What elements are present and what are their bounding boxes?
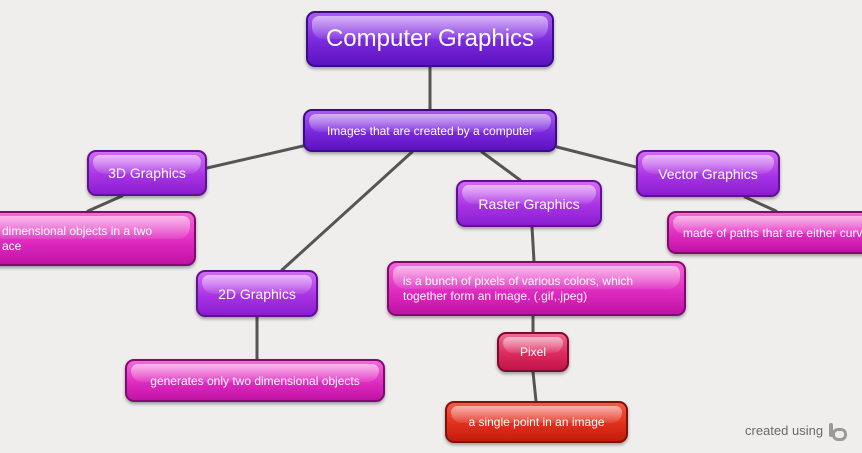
connector-3d-description — [86, 194, 124, 213]
2d-graphics-description-node[interactable]: generates only two dimensional objects — [125, 359, 385, 402]
title-node-label: Computer Graphics — [325, 25, 535, 52]
pixel-description-text: a single point in an image — [468, 415, 605, 429]
vector-graphics-node-label: Vector Graphics — [658, 165, 758, 182]
3d-graphics-node[interactable]: 3D Graphics — [87, 150, 207, 196]
connector-vector-description — [743, 195, 778, 213]
connector-definition-raster — [480, 150, 522, 182]
3d-graphics-description-text: dimensional objects in a two ace — [2, 223, 153, 253]
connector-definition-vector — [555, 145, 638, 169]
raster-graphics-node-label: Raster Graphics — [478, 195, 580, 212]
definition-node-label: Images that are created by a computer — [326, 123, 534, 138]
vector-graphics-description-node[interactable]: made of paths that are either curv — [667, 211, 862, 254]
connector-pixel-description — [531, 370, 538, 403]
created-using-footer: created using — [745, 423, 853, 441]
3d-graphics-description-node[interactable]: dimensional objects in a two ace — [0, 211, 196, 266]
pixel-node[interactable]: Pixel — [497, 332, 569, 372]
definition-node[interactable]: Images that are created by a computer — [303, 109, 557, 152]
pixel-description-node[interactable]: a single point in an image — [445, 401, 628, 443]
raster-graphics-description-node[interactable]: is a bunch of pixels of various colors, … — [387, 261, 686, 316]
3d-graphics-node-label: 3D Graphics — [108, 165, 186, 181]
brand-logo-icon — [829, 423, 853, 441]
vector-graphics-node[interactable]: Vector Graphics — [636, 150, 780, 197]
title-node[interactable]: Computer Graphics — [306, 11, 554, 67]
2d-graphics-node[interactable]: 2D Graphics — [196, 270, 318, 317]
vector-graphics-description-text: made of paths that are either curv — [683, 225, 862, 240]
2d-graphics-node-label: 2D Graphics — [218, 285, 296, 302]
footer-text: created using — [745, 423, 824, 438]
2d-graphics-description-text: generates only two dimensional objects — [150, 373, 360, 388]
connector-definition-2d — [280, 150, 414, 272]
raster-graphics-node[interactable]: Raster Graphics — [456, 180, 602, 227]
connector-raster-description — [530, 225, 536, 263]
pixel-node-label: Pixel — [519, 345, 546, 359]
connector-definition-3d — [205, 144, 305, 170]
raster-graphics-description-text: is a bunch of pixels of various colors, … — [403, 273, 634, 303]
